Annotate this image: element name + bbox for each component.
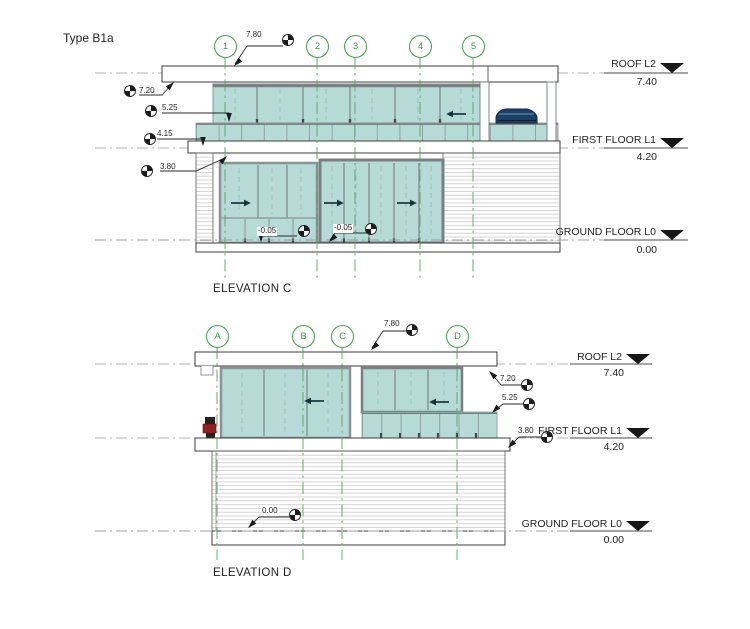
grid-lines (216, 57, 474, 560)
spot-elevation-label: 5.25 (502, 393, 518, 402)
spot-elevation-label: 3.80 (160, 162, 176, 171)
ground-floor-c (195, 152, 561, 245)
first-floor-slab-d (194, 437, 511, 452)
grid-bubble-3: 3 (344, 35, 367, 58)
pergola-post (479, 81, 490, 142)
window-right-d (360, 366, 464, 414)
second-floor-glazing-c (212, 83, 484, 124)
level-value: 7.40 (636, 76, 657, 88)
level-annotation-lines (570, 72, 688, 532)
level-value: 0.00 (636, 244, 657, 256)
dimension-label: 7.80 (384, 319, 400, 328)
level-name: GROUND FLOOR L0 (521, 518, 622, 530)
ground-level-lines (95, 239, 688, 532)
elevation-c-building (161, 65, 561, 253)
level-name: ROOF L2 (611, 58, 656, 70)
spot-elevation-label: -0.05 (257, 226, 278, 236)
grid-bubble-2: 2 (306, 35, 329, 58)
spot-elevation-label: -0.05 (333, 223, 354, 233)
ground-floor-wall-d (211, 450, 506, 532)
terrace-balustrade-d (361, 411, 498, 439)
roof-slab-c (161, 65, 559, 83)
level-name: FIRST FLOOR L1 (572, 134, 656, 146)
type-label: Type B1a (63, 31, 114, 45)
spot-elevation-label: 3.80 (518, 426, 534, 435)
roof-slab-d (194, 351, 498, 367)
level-name: FIRST FLOOR L1 (538, 425, 622, 437)
pergola-post (546, 81, 557, 142)
level-name: GROUND FLOOR L0 (555, 226, 656, 238)
grid-bubble-d: D (446, 325, 469, 348)
spot-elevation-label: 7.20 (500, 374, 516, 383)
level-value: 7.40 (603, 367, 624, 379)
spot-elevation-label: 5.25 (162, 103, 178, 112)
level-value: 4.20 (603, 441, 624, 453)
level-name: ROOF L2 (577, 351, 622, 363)
elevation-c-title: ELEVATION C (213, 283, 292, 295)
dimension-label: 7.80 (246, 30, 262, 39)
grid-bubble-5: 5 (462, 35, 485, 58)
window-left-d (219, 366, 352, 440)
grid-bubble-4: 4 (409, 35, 432, 58)
elevation-d-building (194, 351, 511, 546)
level-value: 0.00 (603, 534, 624, 546)
spot-elevation-label: 0.00 (261, 506, 279, 516)
grid-bubble-a: A (206, 325, 229, 348)
grid-bubble-1: 1 (214, 35, 237, 58)
grid-bubble-c: C (331, 325, 354, 348)
terrace-object-red (202, 417, 217, 438)
terrace-object-navy (495, 108, 538, 124)
spot-elevation-label: 4.15 (157, 129, 173, 138)
base-slab-d (211, 530, 506, 546)
grid-bubble-b: B (292, 325, 315, 348)
spot-elevation-label: 7.20 (139, 86, 155, 95)
base-slab-c (195, 242, 561, 253)
level-value: 4.20 (636, 151, 657, 163)
first-floor-slab-c (187, 140, 561, 154)
level-marker-triangle-icons (626, 63, 684, 531)
elevation-d-title: ELEVATION D (213, 567, 292, 579)
terrace-balustrade-c (195, 122, 559, 142)
